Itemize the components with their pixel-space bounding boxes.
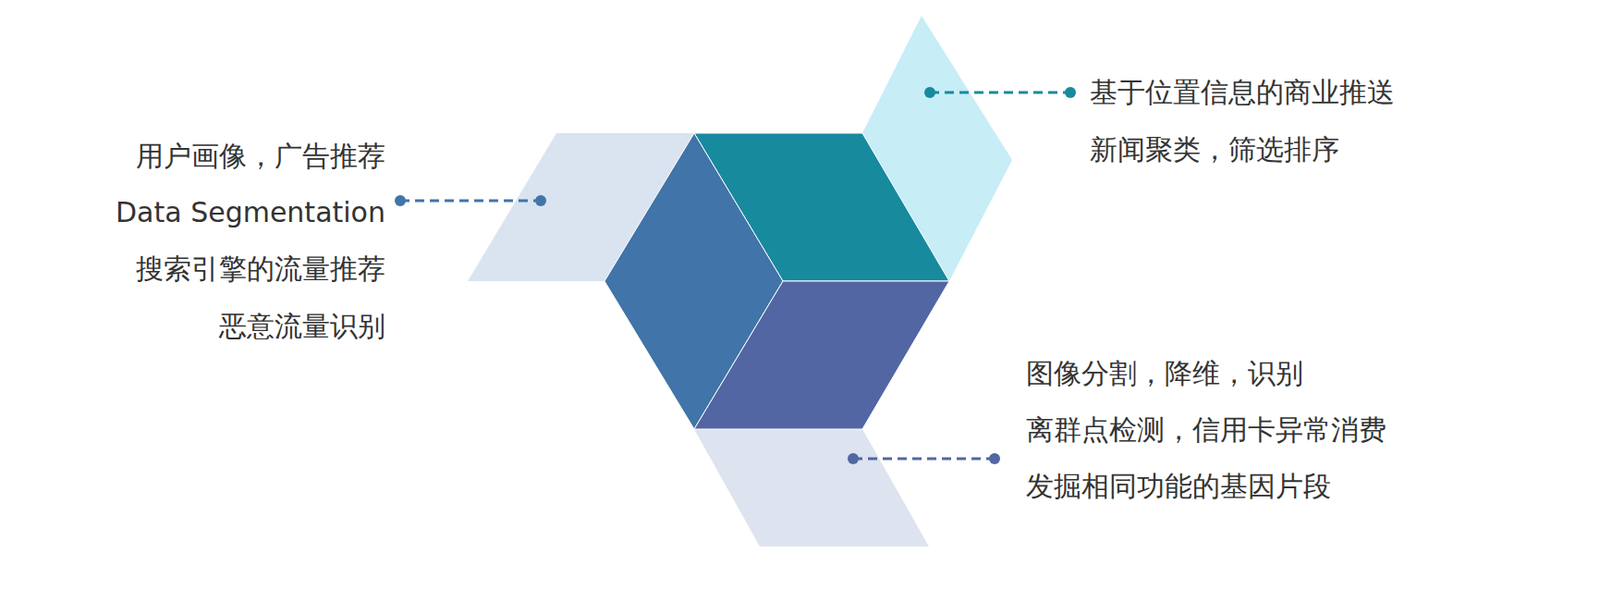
callout-text: 图像分割，降维，识别 bbox=[1025, 356, 1304, 391]
callout-text: 用户画像，广告推荐 bbox=[135, 139, 386, 173]
callout-text: Data Segmentation bbox=[115, 195, 386, 230]
callout-text: 搜索引擎的流量推荐 bbox=[135, 252, 386, 286]
callout-text: 新闻聚类，筛选排序 bbox=[1089, 133, 1340, 167]
callout-text: 离群点检测，信用卡异常消费 bbox=[1025, 413, 1387, 447]
cube-right-face bbox=[694, 280, 950, 429]
callout-text: 基于位置信息的商业推送 bbox=[1089, 75, 1395, 110]
leader-line bbox=[924, 86, 1076, 98]
leader-line bbox=[394, 195, 547, 207]
bottom-panel bbox=[694, 428, 929, 547]
callout-text: 恶意流量识别 bbox=[219, 309, 386, 343]
callout-text: 发掘相同功能的基因片段 bbox=[1025, 469, 1332, 503]
leader-line bbox=[847, 452, 1001, 465]
